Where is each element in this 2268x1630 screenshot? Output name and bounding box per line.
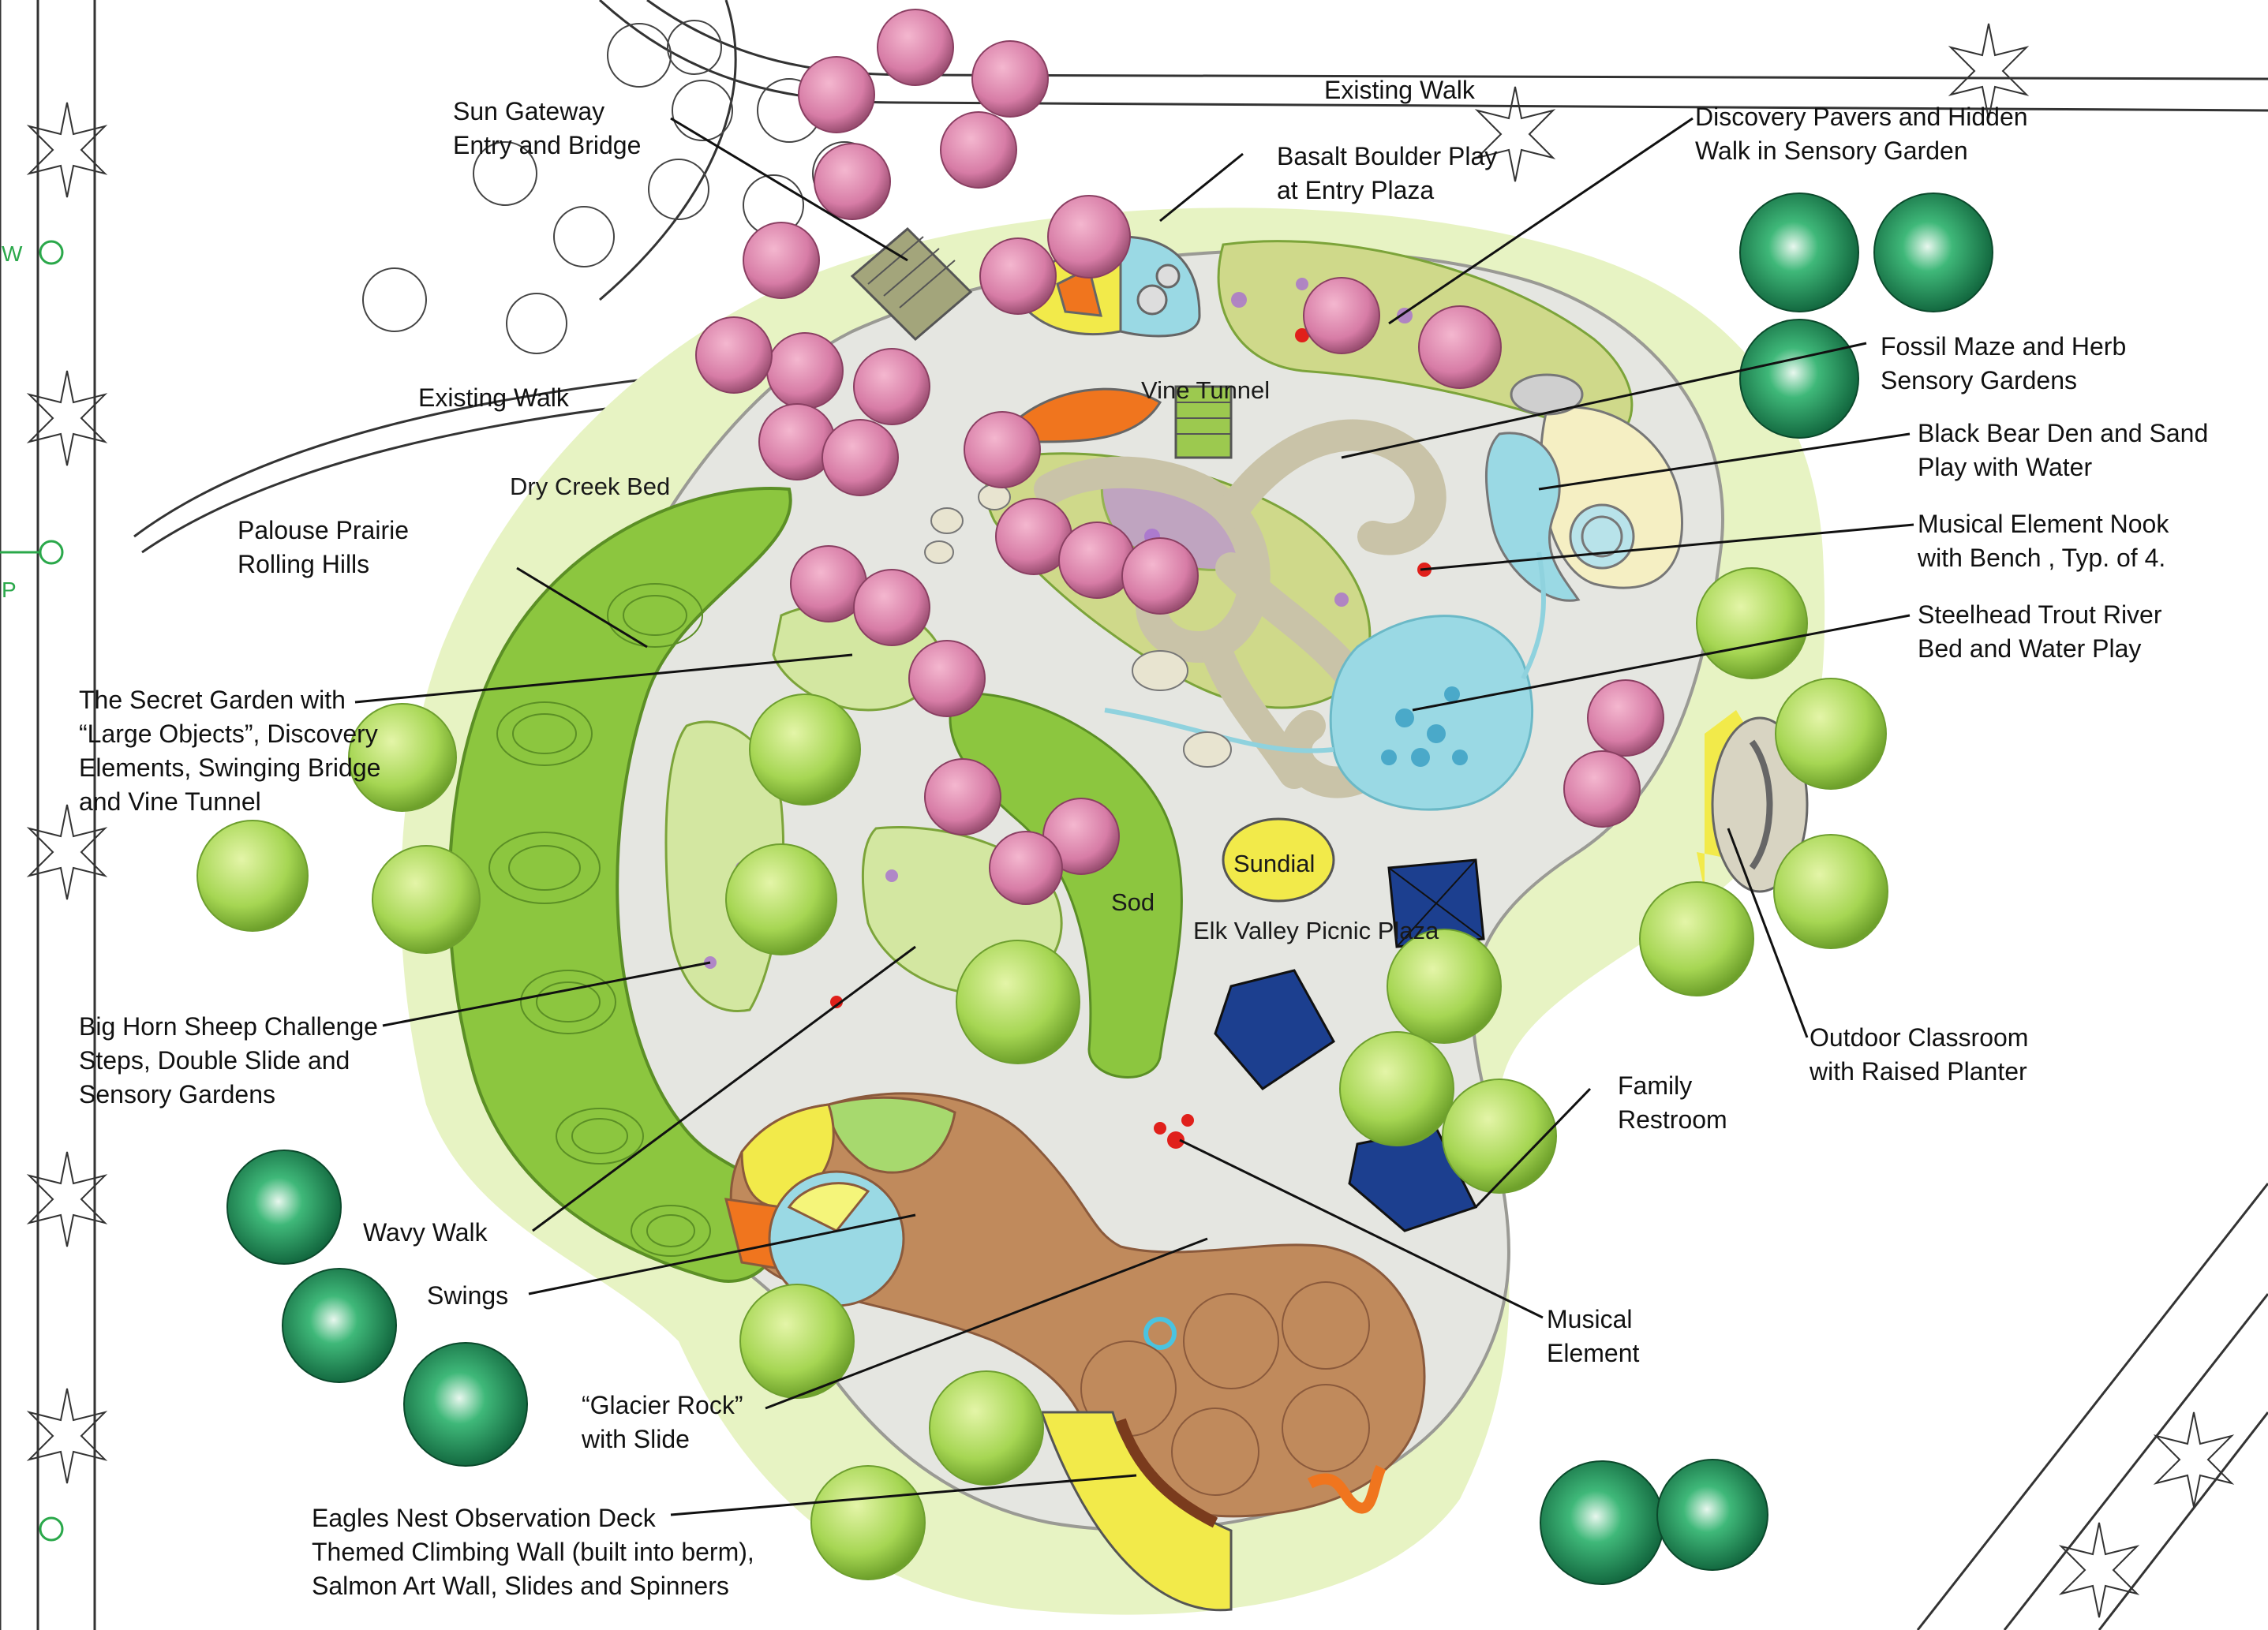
label-basalt-boulder: Basalt Boulder Play at Entry Plaza	[1277, 142, 1498, 204]
palouse-lawn	[447, 487, 792, 1283]
sundial	[1222, 817, 1335, 903]
label-margin-p: P	[2, 578, 17, 602]
label-discovery-pavers: Discovery Pavers and Hidden Walk in Sens…	[1695, 103, 2028, 165]
lawn-contours	[488, 583, 711, 1257]
star-shrubs	[26, 23, 2235, 1618]
main-play-area	[724, 1092, 1426, 1518]
label-glacier-rock: “Glacier Rock” with Slide	[582, 1391, 743, 1453]
margin-markers	[0, 240, 64, 1542]
label-existing-walk-top: Existing Walk	[1324, 76, 1475, 104]
bottom-right-road	[1916, 1183, 2268, 1630]
dry-creek-stones	[924, 484, 1232, 768]
sun-gateway-bridge	[850, 226, 973, 342]
label-family-restroom: Family Restroom	[1618, 1071, 1727, 1134]
label-secret-garden: The Secret Garden with “Large Objects”, …	[79, 686, 381, 816]
label-margin-w: W	[2, 241, 23, 266]
steelhead-water-play	[1104, 551, 1546, 811]
pink-trees	[695, 9, 1664, 905]
label-big-horn: Big Horn Sheep Challenge Steps, Double S…	[79, 1012, 378, 1108]
label-dry-creek: Dry Creek Bed	[510, 473, 671, 500]
sod-lawn	[949, 692, 1183, 1079]
label-steelhead: Steelhead Trout River Bed and Water Play	[1918, 600, 2162, 663]
left-road	[0, 0, 96, 1630]
red-slide	[1307, 1464, 1387, 1514]
green-trees	[196, 567, 1888, 1580]
label-sun-gateway: Sun Gateway Entry and Bridge	[453, 97, 642, 159]
label-black-bear: Black Bear Den and Sand Play with Water	[1918, 419, 2209, 481]
label-palouse: Palouse Prairie Rolling Hills	[238, 516, 409, 578]
label-sod: Sod	[1111, 888, 1155, 916]
leader-lines	[354, 117, 1914, 1516]
label-eagles-nest: Eagles Nest Observation Deck Themed Clim…	[312, 1504, 754, 1600]
label-existing-walk-left: Existing Walk	[418, 383, 569, 412]
label-musical-nook: Musical Element Nook with Bench , Typ. o…	[1918, 510, 2169, 572]
label-elk-valley: Elk Valley Picnic Plaza	[1193, 917, 1439, 944]
black-bear-den	[1485, 373, 1683, 602]
label-musical-element: Musical Element	[1547, 1305, 1640, 1367]
label-wavy-walk: Wavy Walk	[363, 1218, 488, 1247]
climbing-wall	[1115, 1418, 1218, 1528]
dark-green-trees	[226, 193, 1993, 1585]
label-outdoor-classroom: Outdoor Classroom with Raised Planter	[1810, 1023, 2029, 1086]
label-swings: Swings	[427, 1281, 509, 1310]
vine-tunnel	[1174, 385, 1233, 459]
picnic-canopies	[1214, 858, 1485, 1232]
label-fossil-maze: Fossil Maze and Herb Sensory Gardens	[1881, 332, 2127, 394]
label-sundial: Sundial	[1233, 850, 1316, 877]
play-circles	[1080, 1281, 1370, 1496]
label-vine-tunnel: Vine Tunnel	[1141, 376, 1271, 404]
